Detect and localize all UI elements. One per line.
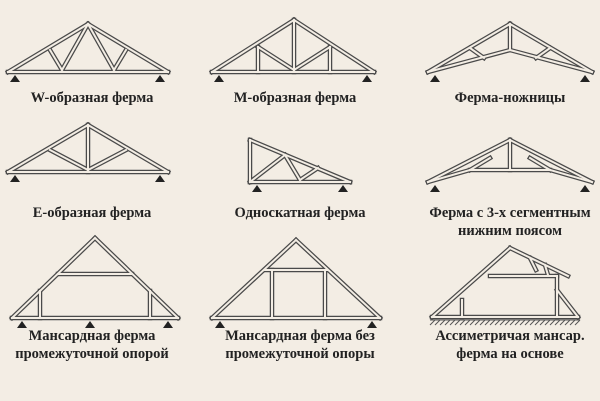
label-scissors-truss: Ферма-ножницы (454, 90, 566, 106)
truss-member (283, 153, 302, 182)
label-e-truss: Е-образная ферма (32, 205, 152, 221)
support-icon (10, 75, 20, 82)
truss-member (10, 236, 97, 320)
truss-member (508, 48, 594, 74)
truss-member (426, 138, 512, 184)
support-icon (580, 75, 590, 82)
support-icon (214, 75, 224, 82)
support-icon (215, 321, 225, 328)
truss-member (93, 236, 180, 320)
truss-member (86, 22, 170, 74)
truss-member (48, 48, 64, 72)
label-line2: нижним поясом (458, 223, 562, 239)
label-line1: Мансардная ферма без (225, 328, 375, 344)
support-icon (17, 321, 27, 328)
support-icon (155, 175, 165, 182)
truss-member (426, 48, 512, 74)
m-truss (208, 16, 378, 82)
truss-member (468, 156, 492, 172)
label-line2: промежуточной опорой (15, 346, 169, 362)
label-w-truss: W-образная ферма (30, 90, 154, 106)
truss-member (6, 123, 90, 174)
truss-member (543, 263, 550, 277)
truss-member (292, 45, 332, 72)
truss-member (294, 238, 382, 320)
truss-member (528, 156, 552, 172)
scissors-truss (424, 20, 596, 82)
truss-member (292, 18, 376, 74)
e-truss (4, 121, 172, 182)
truss-member (6, 22, 90, 74)
truss-member (426, 168, 472, 184)
truss-member (508, 246, 570, 278)
ground-hatch (429, 319, 581, 326)
label-mansard-nosupport: Мансардная ферма без промежуточной опоры (200, 327, 400, 363)
support-icon (362, 75, 372, 82)
truss-member (210, 238, 298, 320)
label-line1: Ассиметричая мансар. (435, 328, 585, 344)
label-line1: Ферма с 3-х сегментным (429, 205, 591, 221)
truss-member (86, 148, 128, 172)
truss-member (528, 256, 538, 272)
label-line1: Мансардная ферма (28, 328, 156, 344)
label-line2: ферма на основе (456, 346, 564, 362)
truss-member (298, 166, 320, 182)
support-icon (580, 185, 590, 192)
segment-truss (424, 136, 596, 192)
truss-member (60, 22, 90, 72)
support-icon (10, 175, 20, 182)
truss-member (248, 153, 287, 184)
truss-member (508, 138, 594, 184)
w-truss (4, 20, 172, 82)
support-icon (85, 321, 95, 328)
truss-member (468, 46, 486, 60)
truss-member (248, 138, 352, 184)
label-mansard-support: Мансардная ферма промежуточной опорой (0, 327, 192, 363)
label-m-truss: М-образная ферма (233, 90, 357, 106)
label-asym-mansard: Ассиметричая мансар. ферма на основе (410, 327, 600, 363)
support-icon (430, 185, 440, 192)
support-icon (252, 185, 262, 192)
truss-member (548, 168, 594, 184)
truss-member (86, 123, 170, 174)
truss-member (256, 45, 296, 72)
support-icon (163, 321, 173, 328)
support-icon (338, 185, 348, 192)
truss-member (534, 46, 552, 60)
truss-member (86, 22, 116, 72)
truss-member (210, 18, 296, 74)
truss-member (430, 246, 512, 319)
support-icon (367, 321, 377, 328)
truss-member (112, 48, 128, 72)
truss-member (555, 288, 580, 319)
label-line2: промежуточной опоры (225, 346, 375, 362)
asym-mansard (428, 244, 582, 326)
mansard-support (8, 234, 182, 328)
mansard-nosupport (208, 236, 384, 328)
mono-truss (246, 137, 353, 192)
support-icon (155, 75, 165, 82)
label-segment-truss: Ферма с 3-х сегментным нижним поясом (410, 204, 600, 240)
support-icon (430, 75, 440, 82)
label-mono-truss: Односкатная ферма (234, 205, 366, 221)
truss-member (48, 148, 90, 172)
